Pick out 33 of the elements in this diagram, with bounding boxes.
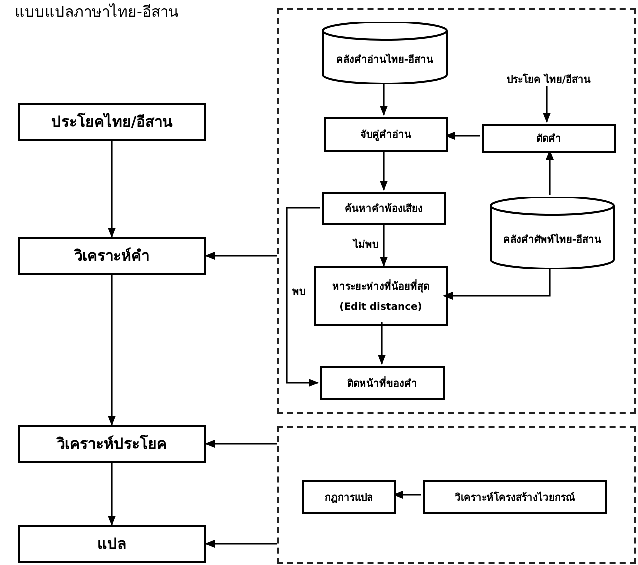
- process-box: ประโยคไทย/อีสาน: [18, 103, 206, 141]
- process-box: วิเคราะห์คำ: [18, 237, 206, 275]
- edge-label: พบ: [292, 287, 306, 298]
- arrow: [380, 150, 388, 191]
- arrow: [108, 141, 116, 238]
- dashed-group-box: [277, 8, 636, 414]
- box-note: (Edit distance): [340, 302, 422, 313]
- arrow: [286, 207, 320, 387]
- diagram-title: แบบแปลภาษาไทย-อีสาน: [15, 2, 178, 23]
- process-box: ติดหน้าที่ของคำ: [320, 366, 445, 400]
- process-box: ค้นหาคำพ้องเสียง: [322, 192, 446, 225]
- process-box: แปล: [18, 525, 206, 563]
- process-box: วิเคราะห์โครงสร้างไวยกรณ์: [423, 480, 607, 514]
- box-heading: หาระยะห่างที่น้อยที่สุด: [332, 279, 430, 294]
- database-label: คลังคำอ่านไทย-อีสาน: [336, 52, 434, 66]
- arrow: [543, 86, 551, 123]
- arrow: [205, 440, 277, 448]
- arrow: [378, 322, 386, 365]
- arrow: [380, 223, 388, 267]
- arrow: [108, 463, 116, 526]
- arrow: [380, 82, 388, 116]
- process-box: วิเคราะห์ประโยค: [18, 425, 206, 463]
- input-label: ประโยค ไทย/อีสาน: [506, 72, 592, 86]
- arrow: [205, 540, 277, 548]
- edge-label: ไม่พบ: [354, 240, 378, 251]
- arrow: [205, 252, 277, 260]
- dashed-group-box: [277, 426, 636, 564]
- arrow: [443, 267, 551, 300]
- process-box: จับคู่คำอ่าน: [324, 117, 448, 152]
- process-box: กฎการแปล: [302, 480, 396, 514]
- arrow: [108, 275, 116, 426]
- process-box: ตัดคำ: [482, 124, 616, 153]
- database-label: คลังคำศัพท์ไทย-อีสาน: [503, 232, 602, 246]
